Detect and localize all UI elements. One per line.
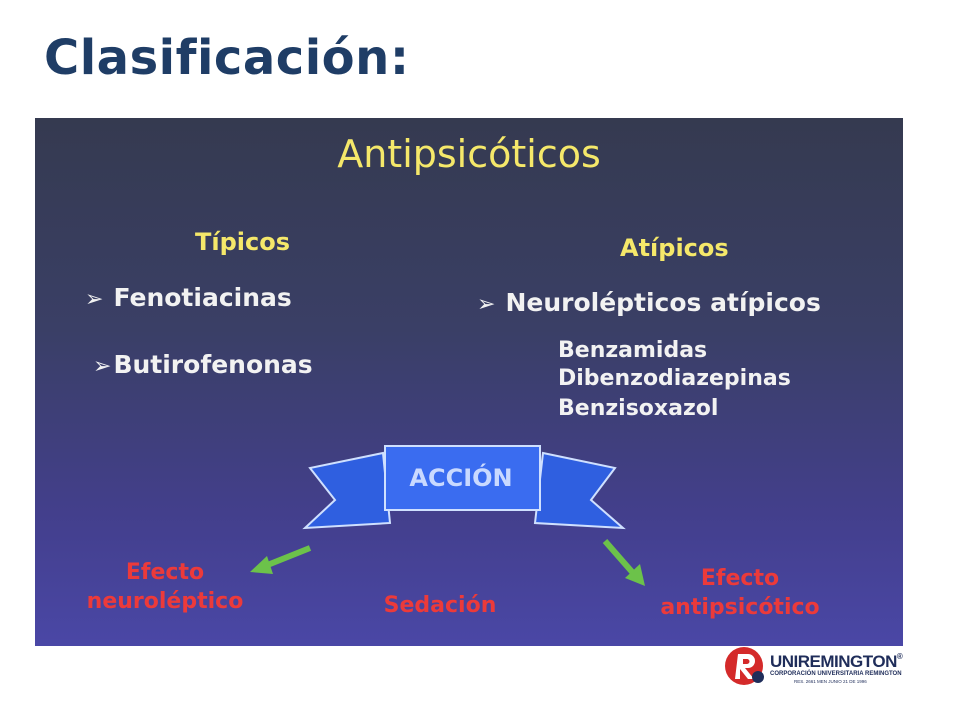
typical-item-label: Butirofenonas <box>113 350 313 379</box>
effect-neuroleptic: Efecto neuroléptico <box>65 558 265 616</box>
typical-item: ➢ Fenotiacinas <box>85 283 292 312</box>
effect-line: Efecto <box>700 566 780 591</box>
logo-name: UNIREMINGTON® <box>770 652 903 672</box>
arrow-right-icon <box>602 539 645 586</box>
atypical-subitem: Dibenzodiazepinas <box>558 366 791 391</box>
slide-title: Clasificación: <box>44 30 410 86</box>
atypical-subitem: Benzamidas <box>558 338 708 363</box>
action-label: ACCIÓN <box>409 464 513 492</box>
logo-mark-icon <box>725 647 764 685</box>
diagram-title: Antipsicóticos <box>337 132 601 176</box>
typical-item: ➢Butirofenonas <box>93 350 313 379</box>
ribbon-tail-left <box>302 451 392 530</box>
logo-subtitle: CORPORACIÓN UNIVERSITARIA REMINGTON <box>770 671 902 677</box>
atypical-heading: Atípicos <box>620 234 729 262</box>
bullet-arrow-icon: ➢ <box>93 354 112 379</box>
effect-antipsychotic: Efecto antipsicótico <box>635 564 845 622</box>
antipsychotics-diagram: Antipsicóticos Típicos Atípicos ➢ Fenotia… <box>35 118 903 646</box>
effect-sedation: Sedación <box>383 593 497 618</box>
ribbon-tail-right <box>533 451 626 530</box>
effect-line: neuroléptico <box>86 589 244 614</box>
logo-resolution: RES. 2661 MEN JUNIO 21 DE 1996 <box>794 679 867 684</box>
arrow-left-icon <box>250 545 312 574</box>
logo-registered: ® <box>896 652 903 661</box>
typical-item-label: Fenotiacinas <box>113 283 292 312</box>
bullet-arrow-icon: ➢ <box>85 287 104 312</box>
ribbon-main <box>384 445 541 511</box>
typical-heading: Típicos <box>195 228 291 256</box>
logo-name-text: UNIREMINGTON <box>770 652 897 671</box>
uniremington-logo: UNIREMINGTON® CORPORACIÓN UNIVERSITARIA … <box>724 644 920 688</box>
effect-line: Efecto <box>125 560 205 585</box>
diagram-graphics <box>250 445 645 586</box>
atypical-item-label: Neurolépticos atípicos <box>505 288 821 317</box>
bullet-arrow-icon: ➢ <box>477 292 496 317</box>
atypical-item: ➢ Neurolépticos atípicos <box>477 288 821 317</box>
atypical-subitem: Benzisoxazol <box>558 396 719 421</box>
effect-line: antipsicótico <box>660 595 820 620</box>
